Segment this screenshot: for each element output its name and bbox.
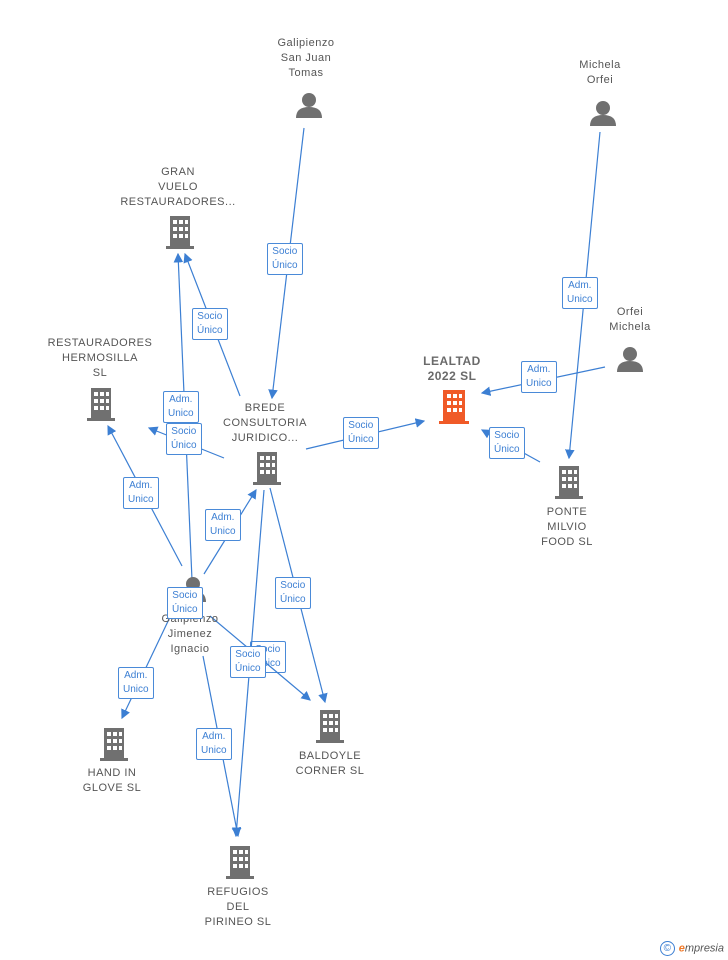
edge-label-adm-unico: Adm. Unico: [521, 361, 557, 393]
edge-label-adm-unico: Adm. Unico: [196, 728, 232, 760]
main-company-building-icon: [439, 390, 469, 424]
edge-label-socio-unico: Socio Único: [192, 308, 228, 340]
node-label-michela-orfei[interactable]: Michela Orfei: [579, 59, 621, 86]
building-icon: [253, 452, 281, 485]
node-label-galipienzo-san-juan-tomas[interactable]: Galipienzo San Juan Tomas: [277, 37, 335, 79]
node-label-gran-vuelo[interactable]: GRAN VUELO RESTAURADORES...: [120, 166, 236, 208]
edge-label-socio-unico: Socio Único: [343, 417, 379, 449]
copyright-icon: ©: [659, 941, 675, 956]
building-icon: [166, 216, 194, 249]
edge-label-socio-unico: Socio Único: [167, 587, 203, 619]
node-label-ponte-milvio[interactable]: PONTE MILVIO FOOD SL: [541, 506, 593, 548]
node-label-baldoyle[interactable]: BALDOYLE CORNER SL: [295, 750, 365, 777]
node-label-refugios[interactable]: REFUGIOS DEL PIRINEO SL: [204, 886, 272, 928]
person-icon: [590, 101, 616, 126]
building-icon: [555, 466, 583, 499]
edge-label-adm-unico: Adm. Unico: [163, 391, 199, 423]
building-icon: [316, 710, 344, 743]
footer-brand[interactable]: ©empresia: [659, 941, 724, 956]
edge-label-socio-unico: Socio Único: [489, 427, 525, 459]
building-icon: [226, 846, 254, 879]
edge-label-adm-unico: Adm. Unico: [123, 477, 159, 509]
node-label-brede[interactable]: BREDE CONSULTORIA JURIDICO...: [223, 402, 307, 444]
building-icon: [87, 388, 115, 421]
person-icon: [617, 347, 643, 372]
edge-label-adm-unico: Adm. Unico: [562, 277, 598, 309]
edge-label-socio-unico: Socio Único: [275, 577, 311, 609]
edge-label-socio-unico: Socio Único: [166, 423, 202, 455]
node-label-lealtad[interactable]: LEALTAD 2022 SL: [423, 354, 481, 383]
edge-label-socio-unico: Socio Único: [267, 243, 303, 275]
node-label-hand-in-glove[interactable]: HAND IN GLOVE SL: [82, 767, 142, 794]
person-icon: [296, 93, 322, 118]
building-icon: [100, 728, 128, 761]
edge-label-adm-unico: Adm. Unico: [118, 667, 154, 699]
brand-name: empresia: [678, 942, 724, 955]
node-label-orfei-michela[interactable]: Orfei Michela: [609, 306, 651, 333]
edge-label-adm-unico: Adm. Unico: [205, 509, 241, 541]
edge-label-socio-unico: Socio Único: [230, 646, 266, 678]
node-label-restauradores-hermosilla[interactable]: RESTAURADORES HERMOSILLA SL: [47, 337, 153, 379]
